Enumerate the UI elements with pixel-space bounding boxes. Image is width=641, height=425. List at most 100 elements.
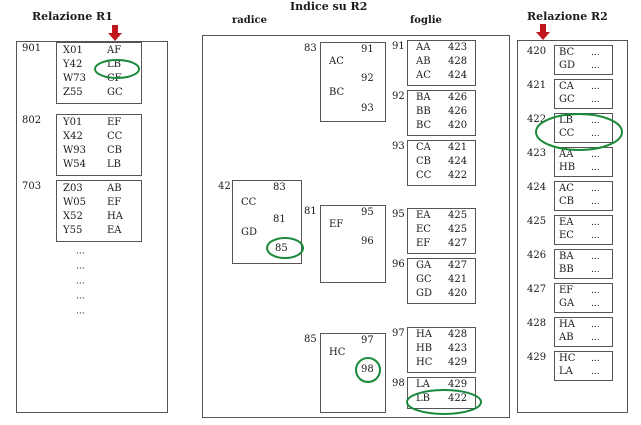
r2-record-ellipsis: ... [591, 197, 600, 207]
leaf-entry-pointer: 425 [448, 210, 468, 221]
r1-record-value: CC [107, 131, 123, 142]
r2-record-key: EF [559, 285, 574, 296]
leaf-entry-key: BA [416, 92, 431, 103]
r2-block-address: 424 [527, 182, 547, 193]
r2-record-key: AC [559, 183, 574, 194]
r1-record-key: W73 [63, 73, 87, 84]
r1-record-key: Y55 [63, 225, 83, 236]
r1-record-key: Z55 [63, 87, 83, 98]
r1-block-address: 703 [22, 181, 42, 192]
internal-pointer-top: 91 [361, 44, 374, 55]
r2-record-ellipsis: ... [591, 184, 600, 194]
leaf-entry-pointer: 420 [448, 288, 468, 299]
r2-block-address: 426 [527, 250, 547, 261]
r2-block: LB...CC... [554, 113, 613, 143]
r2-record-key: EA [559, 217, 574, 228]
leaf-node-address: 95 [392, 209, 405, 220]
leaf-node-address: 96 [392, 259, 405, 270]
r1-record-key: Y01 [63, 117, 83, 128]
r1-ellipsis: ··· [76, 309, 85, 319]
r1-ellipsis: ··· [76, 249, 85, 259]
r2-block-address: 422 [527, 114, 547, 125]
leaf-entry-pointer: 420 [448, 120, 468, 131]
leaf-node-address: 93 [392, 141, 405, 152]
r2-record-key: CA [559, 81, 574, 92]
internal-pointer-mid: 98 [361, 364, 374, 375]
leaf-entry-pointer: 425 [448, 224, 468, 235]
r2-block: BA...BB... [554, 249, 613, 279]
r2-record-ellipsis: ... [591, 218, 600, 228]
r2-record-ellipsis: ... [591, 95, 600, 105]
r1-record-value: HA [107, 211, 123, 222]
r1-record-key: Y42 [63, 59, 83, 70]
r2-block-address: 429 [527, 352, 547, 363]
r2-record-ellipsis: ... [591, 354, 600, 364]
r2-block: AA...HB... [554, 147, 613, 177]
r2-record-ellipsis: ... [591, 265, 600, 275]
r2-block-address: 423 [527, 148, 547, 159]
internal-node-address: 85 [304, 334, 317, 345]
r1-ellipsis: ··· [76, 264, 85, 274]
r1-record-key: Z03 [63, 183, 83, 194]
r1-ellipsis: ··· [76, 294, 85, 304]
r2-record-ellipsis: ... [591, 129, 600, 139]
leaf-node-address: 91 [392, 41, 405, 52]
leaf-entry-key: LB [416, 393, 430, 404]
r2-record-ellipsis: ... [591, 299, 600, 309]
leaf-entry-key: GC [416, 274, 432, 285]
leaf-entry-key: CC [416, 170, 432, 181]
leaf-entry-key: CB [416, 156, 431, 167]
leaf-entry-pointer: 427 [448, 238, 468, 249]
r1-record-value: EF [107, 117, 122, 128]
r2-record-ellipsis: ... [591, 82, 600, 92]
leaf-entry-pointer: 422 [448, 170, 468, 181]
r1-record-key: W54 [63, 159, 87, 170]
r1-record-value: EF [107, 197, 122, 208]
internal-node-address: 81 [304, 206, 317, 217]
r2-block-address: 420 [527, 46, 547, 57]
internal-key-1: AC [329, 56, 344, 67]
r2-block: HC...LA... [554, 351, 613, 381]
r2-record-key: BC [559, 47, 575, 58]
r2-record-key: HB [559, 162, 576, 173]
leaf-entry-key: AB [416, 56, 431, 67]
leaf-entry-pointer: 427 [448, 260, 468, 271]
r2-block: BC...GD... [554, 45, 613, 75]
r1-record-value: CF [107, 73, 122, 84]
r1-record-key: W05 [63, 197, 87, 208]
r2-record-ellipsis: ... [591, 333, 600, 343]
leaf-entry-key: HA [416, 329, 432, 340]
leaf-entry-key: HB [416, 343, 433, 354]
r1-record-key: X01 [63, 45, 83, 56]
internal-pointer-top: 97 [361, 335, 374, 346]
r2-block: AC...CB... [554, 181, 613, 211]
r2-record-key: AA [559, 149, 574, 160]
r2-record-ellipsis: ... [591, 286, 600, 296]
r2-record-key: GD [559, 60, 576, 71]
root-pointer-bottom: 85 [275, 243, 288, 254]
leaf-entry-key: AC [416, 70, 431, 81]
r2-record-ellipsis: ... [591, 150, 600, 160]
leaf-entry-key: AA [416, 42, 431, 53]
leaf-entry-pointer: 421 [448, 142, 468, 153]
internal-key-1: HC [329, 347, 346, 358]
r2-record-ellipsis: ... [591, 320, 600, 330]
r1-record-value: EA [107, 225, 122, 236]
relation-r2-title: Relazione R2 [527, 10, 608, 23]
r1-record-key: X52 [63, 211, 83, 222]
root-heading: radice [232, 15, 267, 26]
r2-block: HA...AB... [554, 317, 613, 347]
internal-pointer-top: 95 [361, 207, 374, 218]
leaf-entry-pointer: 424 [448, 156, 468, 167]
r2-record-key: GA [559, 298, 575, 309]
r2-record-key: AB [559, 332, 574, 343]
r1-record-value: AF [107, 45, 122, 56]
root-pointer-mid: 81 [273, 214, 286, 225]
r2-record-ellipsis: ... [591, 252, 600, 262]
